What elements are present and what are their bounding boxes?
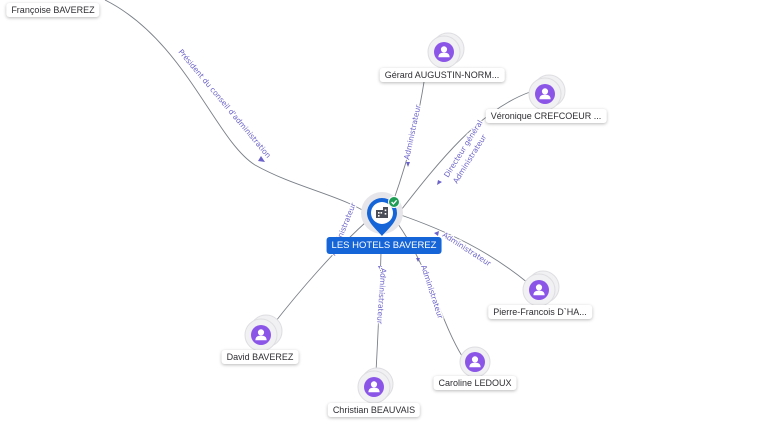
- person-icon: [251, 325, 271, 345]
- edge-gerard: [392, 81, 425, 203]
- person-icon: [465, 352, 485, 372]
- check-badge-icon: [388, 196, 400, 208]
- person-label-christian[interactable]: Christian BEAUVAIS: [327, 403, 421, 417]
- edge-label-gerard: Administrateur: [402, 103, 423, 160]
- edge-label-caroline: Administrateur: [419, 264, 445, 321]
- person-node-gerard[interactable]: [427, 32, 465, 69]
- person-icon: [364, 377, 384, 397]
- edge-label-francoise: Président du conseil d'administration: [176, 48, 272, 161]
- person-label-francoise[interactable]: Françoise BAVEREZ: [6, 3, 100, 17]
- edge-francoise: [104, 0, 379, 221]
- edge-label-pierre: Administrateur: [441, 230, 494, 268]
- person-icon: [529, 280, 549, 300]
- person-node-christian[interactable]: [357, 367, 394, 404]
- building-icon: [376, 207, 388, 218]
- person-label-gerard[interactable]: Gérard AUGUSTIN-NORM...: [379, 68, 505, 82]
- edges: [104, 0, 531, 373]
- edge-veronique: [397, 91, 531, 215]
- arrow-veronique: [437, 180, 442, 185]
- edge-christian: [375, 251, 382, 373]
- arrow-caroline: [416, 258, 420, 262]
- company-label[interactable]: LES HOTELS BAVEREZ: [326, 237, 442, 254]
- person-node-pierre[interactable]: [522, 270, 560, 307]
- edge-label-christian: Administrateur: [375, 268, 388, 325]
- person-label-pierre[interactable]: Pierre-Francois D`HA...: [488, 305, 592, 319]
- arrow-gerard: [406, 162, 410, 167]
- arrow-francoise: [258, 156, 265, 162]
- person-label-veronique[interactable]: Véronique CREFCOEUR ...: [485, 109, 607, 123]
- person-icon: [535, 84, 555, 104]
- edge-david: [271, 221, 367, 327]
- edge-labels: Président du conseil d'administration Ad…: [175, 46, 494, 326]
- person-label-david[interactable]: David BAVEREZ: [221, 350, 299, 364]
- person-node-veronique[interactable]: [528, 74, 566, 111]
- person-node-david[interactable]: [244, 314, 283, 352]
- company-node[interactable]: [361, 192, 403, 236]
- edge-pierre: [397, 213, 529, 284]
- person-node-caroline[interactable]: [459, 346, 491, 378]
- person-label-caroline[interactable]: Caroline LEDOUX: [433, 376, 517, 390]
- arrow-pierre: [434, 231, 439, 236]
- arrow-christian: [378, 266, 382, 270]
- person-icon: [434, 42, 454, 62]
